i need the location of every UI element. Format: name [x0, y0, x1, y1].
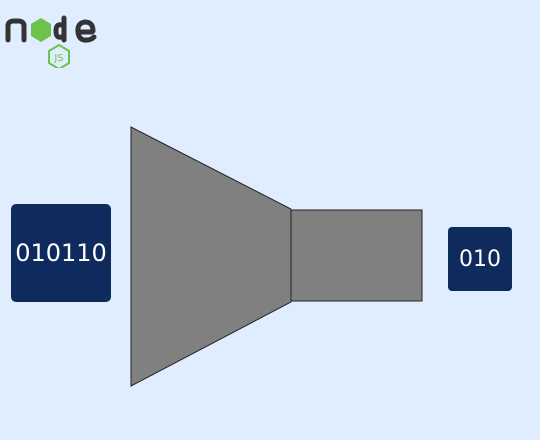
funnel-spout	[290, 209, 423, 302]
output-bits-label: 010	[459, 246, 501, 272]
input-bits-label: 010110	[15, 239, 107, 267]
input-bits-box: 010110	[11, 204, 111, 302]
logo-hexagon-o	[31, 18, 51, 42]
output-bits-box: 010	[448, 227, 512, 291]
logo-letter-d	[53, 15, 67, 43]
funnel-cone	[130, 126, 292, 387]
logo-letter-e	[75, 19, 97, 43]
nodejs-logo: JS	[4, 12, 104, 71]
nodejs-logo-graphic: JS	[5, 15, 97, 71]
logo-js-badge-text: JS	[53, 53, 63, 64]
logo-letter-n	[5, 18, 27, 43]
